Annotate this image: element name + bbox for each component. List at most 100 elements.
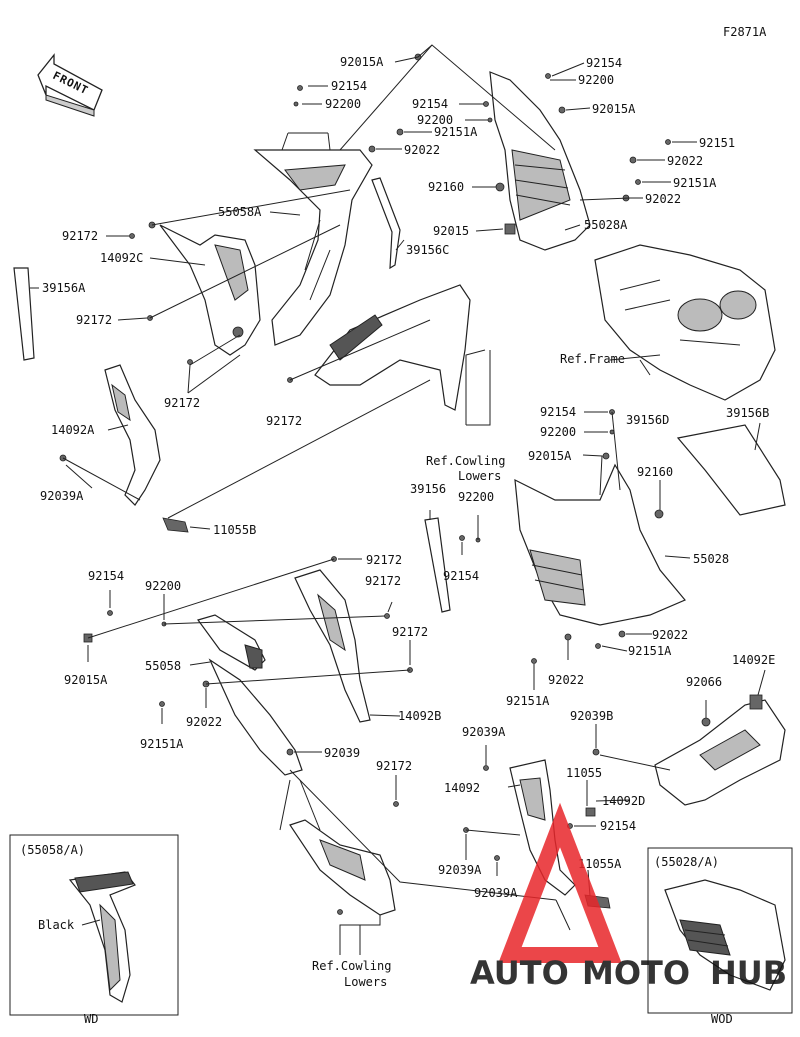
label-92154[interactable]: 92154 [331, 79, 367, 93]
label-92039A[interactable]: 92039A [474, 886, 518, 900]
label-39156[interactable]: 39156 [410, 482, 446, 496]
label-ref-cowling-lowers-line2[interactable]: Lowers [344, 975, 387, 989]
label-92172[interactable]: 92172 [76, 313, 112, 327]
label-55058A[interactable]: 55058A [218, 205, 262, 219]
label-92172[interactable]: 92172 [366, 553, 402, 567]
part-14092E-shape [654, 694, 786, 806]
part-39156C-shape [371, 177, 401, 270]
label-55058[interactable]: 55058 [145, 659, 181, 673]
label-92154[interactable]: 92154 [412, 97, 448, 111]
part-39156-shape [424, 517, 451, 613]
part-39156B-shape [676, 424, 786, 516]
label-92154[interactable]: 92154 [443, 569, 479, 583]
label-92015[interactable]: 92015 [433, 224, 469, 238]
label-92022[interactable]: 92022 [667, 154, 703, 168]
label-55028[interactable]: 55028 [693, 552, 729, 566]
label-92151A[interactable]: 92151A [140, 737, 184, 751]
label-92200[interactable]: 92200 [145, 579, 181, 593]
watermark-triangle-icon [498, 802, 622, 963]
label-ref-cowling-lowers[interactable]: Ref.Cowling [426, 454, 505, 468]
label-14092E[interactable]: 14092E [732, 653, 775, 667]
label-92022[interactable]: 92022 [645, 192, 681, 206]
watermark-text-auto: AUTO [470, 954, 569, 992]
label-92022[interactable]: 92022 [404, 143, 440, 157]
part-lower-cowl-bottom-shape [289, 819, 396, 916]
label-92172[interactable]: 92172 [392, 625, 428, 639]
label-92154[interactable]: 92154 [540, 405, 576, 419]
label-92039A[interactable]: 92039A [40, 489, 84, 503]
label-92200[interactable]: 92200 [458, 490, 494, 504]
label-92160[interactable]: 92160 [637, 465, 673, 479]
label-92039B[interactable]: 92039B [570, 709, 613, 723]
label-92172[interactable]: 92172 [164, 396, 200, 410]
label-11055[interactable]: 11055 [566, 766, 602, 780]
part-55058A-shape [253, 149, 373, 346]
label-14092D[interactable]: 14092D [602, 794, 645, 808]
label-92160[interactable]: 92160 [428, 180, 464, 194]
label-14092C[interactable]: 14092C [100, 251, 143, 265]
label-11055B[interactable]: 11055B [213, 523, 256, 537]
inset-right-55028: (55028/A) WOD [647, 847, 793, 1026]
label-14092[interactable]: 14092 [444, 781, 480, 795]
label-92200[interactable]: 92200 [578, 73, 614, 87]
inset-right-caption: WOD [711, 1012, 733, 1026]
label-92015A[interactable]: 92015A [64, 673, 108, 687]
part-lower-left-cowl-shape [208, 658, 303, 776]
label-ref-frame[interactable]: Ref.Frame [560, 352, 625, 366]
label-92022[interactable]: 92022 [652, 628, 688, 642]
inset-left-55058: (55058/A) Black WD [9, 834, 179, 1026]
label-92066[interactable]: 92066 [686, 675, 722, 689]
label-92154[interactable]: 92154 [586, 56, 622, 70]
part-14092B-shape [294, 569, 371, 723]
label-92022[interactable]: 92022 [186, 715, 222, 729]
part-14092-shape [509, 759, 576, 896]
inset-left-callout: Black [38, 918, 75, 932]
label-92172[interactable]: 92172 [376, 759, 412, 773]
label-14092A[interactable]: 14092A [51, 423, 95, 437]
label-92154[interactable]: 92154 [600, 819, 636, 833]
label-92151[interactable]: 92151 [699, 136, 735, 150]
watermark-logo: AUTO MOTO HUB [470, 802, 787, 992]
label-92039A[interactable]: 92039A [438, 863, 482, 877]
label-55028A[interactable]: 55028A [584, 218, 628, 232]
label-92039[interactable]: 92039 [324, 746, 360, 760]
label-92151A[interactable]: 92151A [628, 644, 672, 658]
label-92015A[interactable]: 92015A [592, 102, 636, 116]
label-ref-cowling-lowers[interactable]: Ref.Cowling [312, 959, 391, 973]
label-92200[interactable]: 92200 [325, 97, 361, 111]
label-92039A[interactable]: 92039A [462, 725, 506, 739]
label-92172[interactable]: 92172 [62, 229, 98, 243]
label-92172[interactable]: 92172 [266, 414, 302, 428]
front-arrow-icon: FRONT [37, 53, 103, 117]
label-11055A[interactable]: 11055A [578, 857, 622, 871]
label-92200[interactable]: 92200 [540, 425, 576, 439]
part-frame-shape [594, 244, 776, 401]
label-92172[interactable]: 92172 [365, 574, 401, 588]
label-92200[interactable]: 92200 [417, 113, 453, 127]
watermark-text-hub: HUB [710, 954, 787, 992]
label-14092B[interactable]: 14092B [398, 709, 441, 723]
part-14092A-shape [104, 364, 161, 506]
label-92015A[interactable]: 92015A [528, 449, 572, 463]
label-39156C[interactable]: 39156C [406, 243, 449, 257]
part-lower-inner-cowl-shape [314, 284, 471, 411]
label-92151A[interactable]: 92151A [673, 176, 717, 190]
label-39156B[interactable]: 39156B [726, 406, 769, 420]
label-92154[interactable]: 92154 [88, 569, 124, 583]
label-92015A[interactable]: 92015A [340, 55, 384, 69]
label-39156A[interactable]: 39156A [42, 281, 86, 295]
diagram-id: F2871A [723, 25, 767, 39]
inset-left-caption: WD [84, 1012, 98, 1026]
label-92151A[interactable]: 92151A [434, 125, 478, 139]
inset-left-title: (55058/A) [20, 843, 85, 857]
label-92151A[interactable]: 92151A [506, 694, 550, 708]
label-92022[interactable]: 92022 [548, 673, 584, 687]
inset-right-title: (55028/A) [654, 855, 719, 869]
part-55028-shape [514, 463, 686, 626]
part-labels: 92015A 92154 92200 92154 92200 92151A 92… [40, 55, 775, 989]
label-39156D[interactable]: 39156D [626, 413, 669, 427]
part-55028A-shape [489, 71, 591, 251]
label-ref-cowling-lowers-line2[interactable]: Lowers [458, 469, 501, 483]
